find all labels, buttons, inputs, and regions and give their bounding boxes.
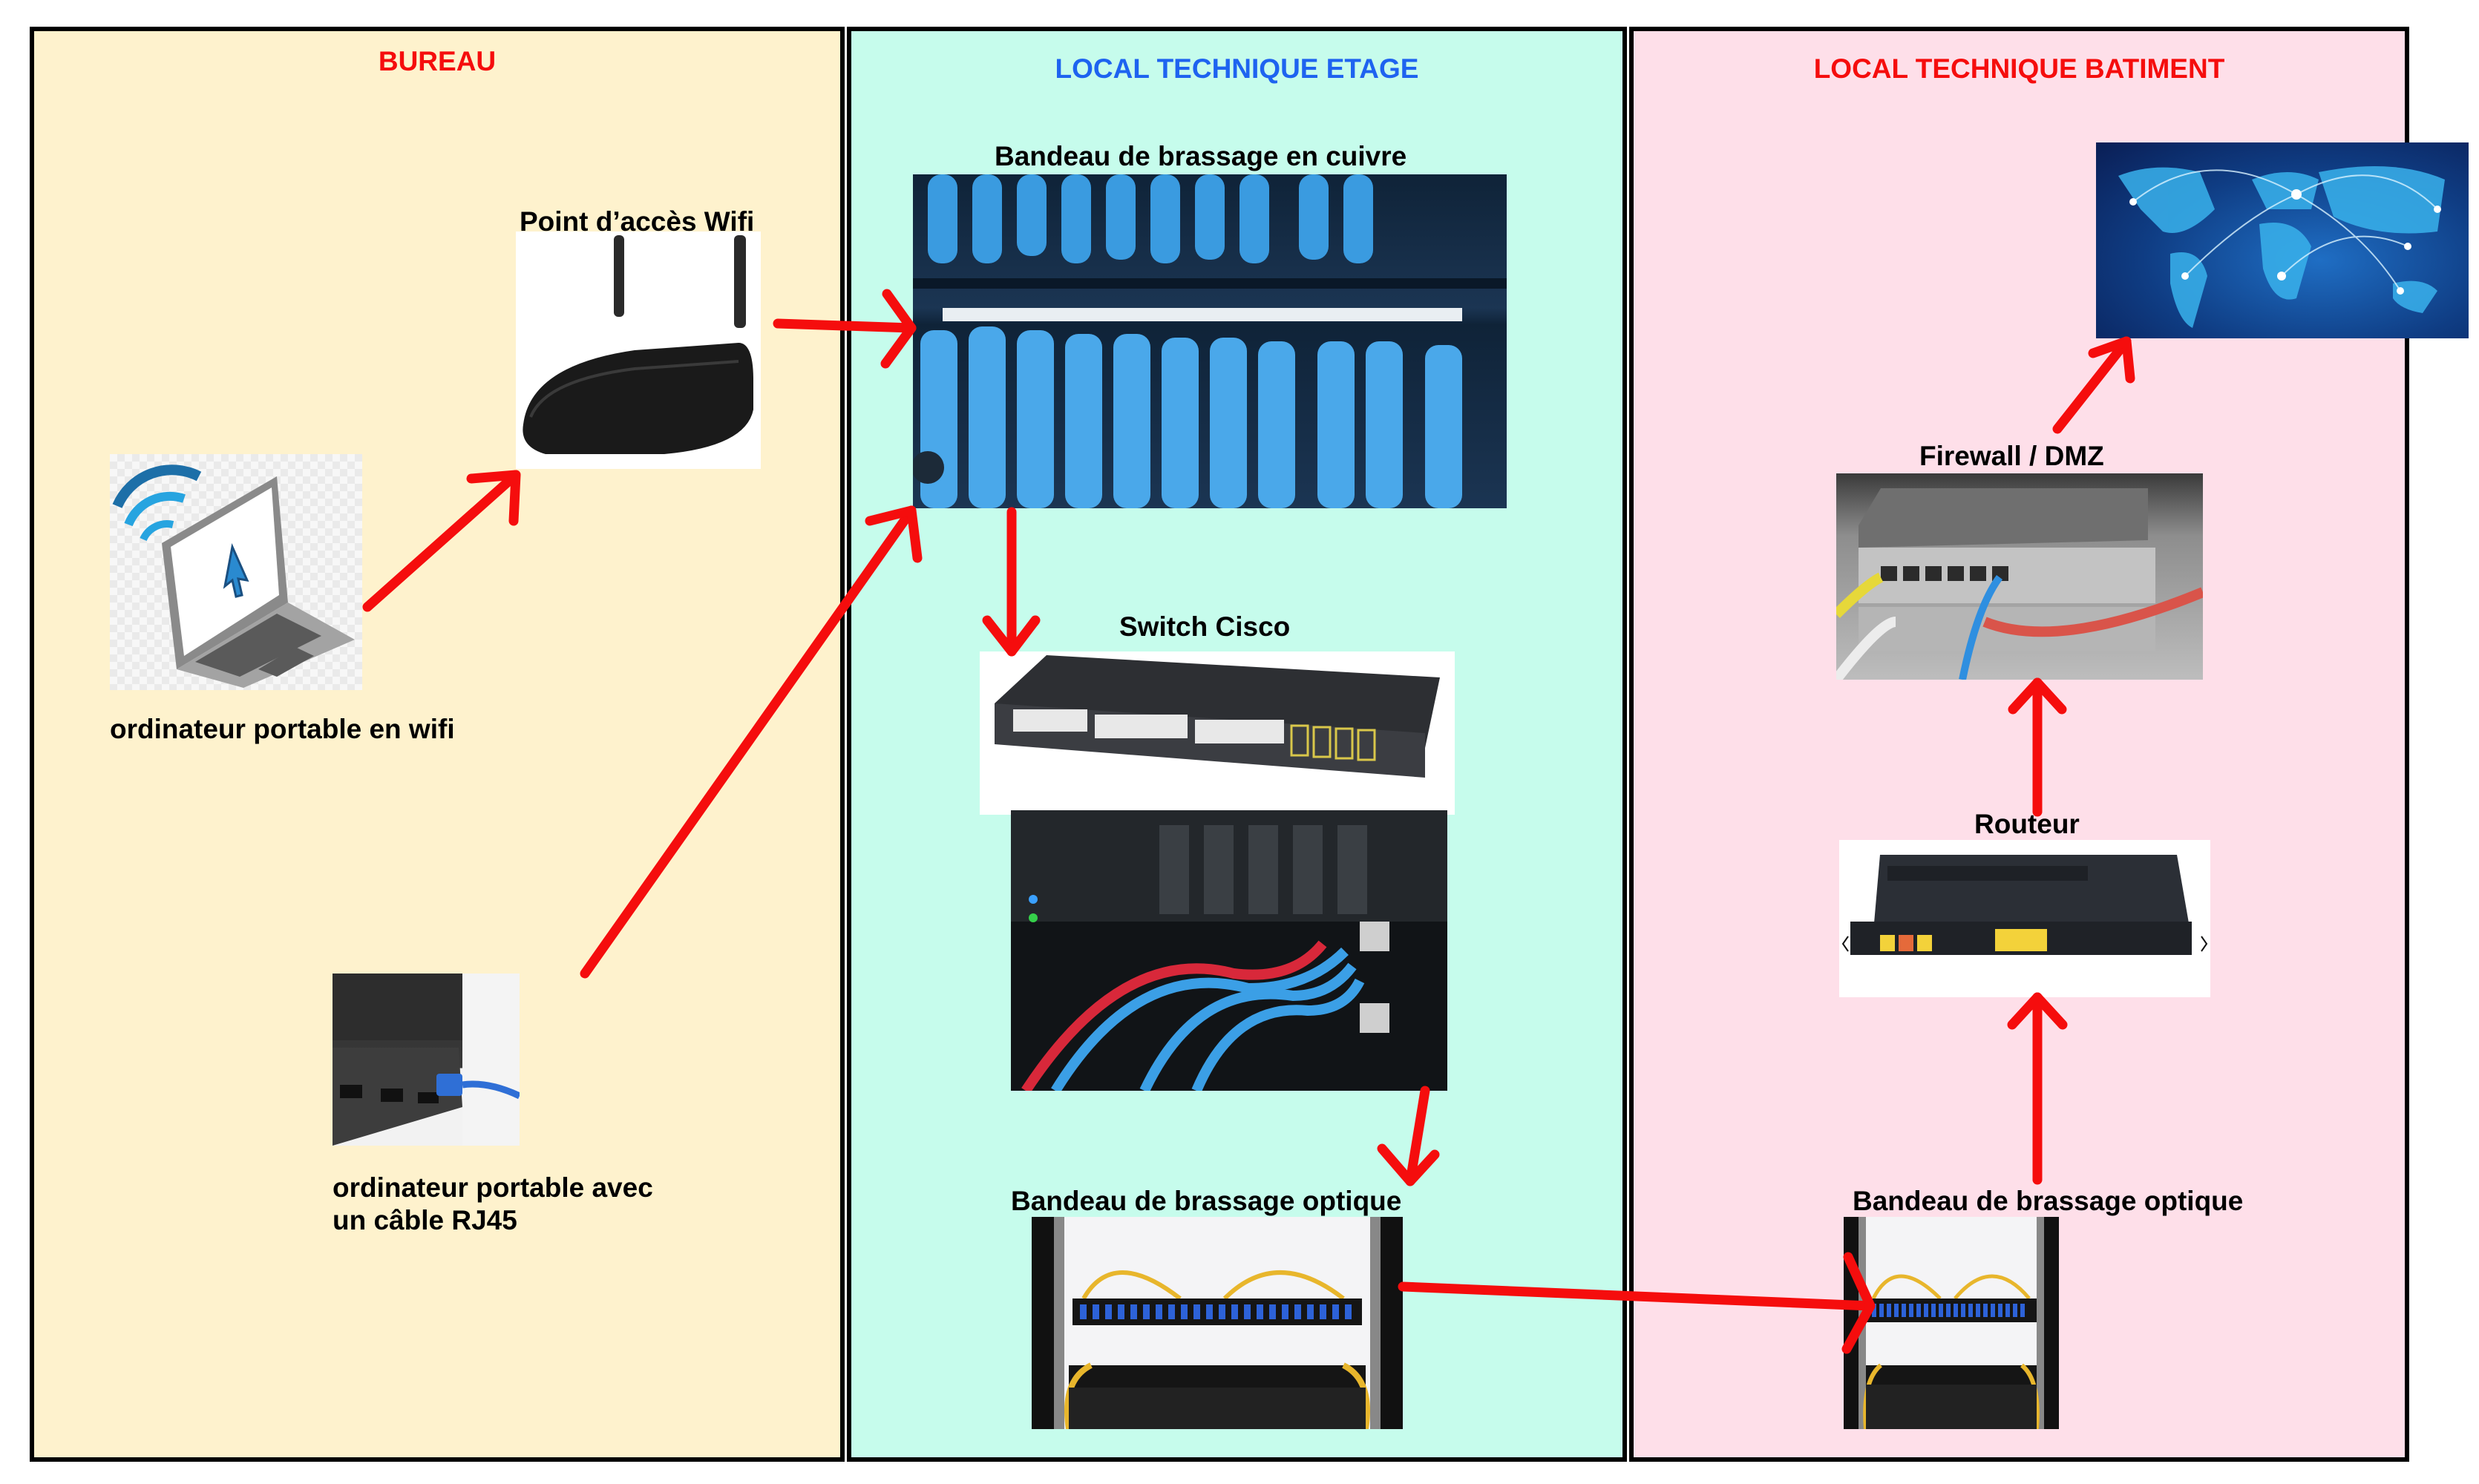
internet-map-image [2096,142,2469,338]
optical-patch-batiment-image [1844,1217,2059,1429]
firewall-image [1836,473,2203,680]
optical-patch-etage-label: Bandeau de brassage optique [1011,1186,1402,1216]
wifi-ap-image [516,232,761,469]
copper-patch-label: Bandeau de brassage en cuivre [995,141,1407,171]
laptop-rj45-image [333,974,520,1146]
network-switch-icon [995,655,1440,778]
laptop-rj45-label-line1: ordinateur portable avec [333,1172,653,1203]
laptop-rj45-label-line2: un câble RJ45 [333,1205,517,1235]
fiber-patch-icon [1032,1217,1403,1429]
cisco-router-icon [1841,855,2208,955]
laptop-wifi-label: ordinateur portable en wifi [110,714,455,744]
switch-rack-image [1011,810,1447,1091]
router-label: Routeur [1974,809,2080,839]
zone-title-etage: LOCAL TECHNIQUE ETAGE [1055,53,1419,84]
fiber-patch-icon [1844,1217,2059,1429]
globe-network-icon [2118,166,2445,328]
laptop-wifi-image [110,454,362,690]
copper-patch-image [913,174,1507,508]
firewall-device-icon [1836,488,2203,680]
optical-patch-etage-image [1032,1217,1403,1429]
firewall-label: Firewall / DMZ [1919,441,2104,471]
laptop-wifi-icon [112,464,355,688]
ethernet-cable-icon [333,974,520,1146]
zone-title-batiment: LOCAL TECHNIQUE BATIMENT [1813,53,2225,84]
patch-cables-icon [913,174,1507,508]
cisco-switch-label: Switch Cisco [1119,611,1291,642]
router-image [1839,840,2210,997]
cisco-switch-image [980,651,1455,815]
router-antenna-icon [523,235,753,454]
rack-cables-icon [1011,810,1447,1091]
optical-patch-batiment-label: Bandeau de brassage optique [1853,1186,2244,1216]
zone-title-bureau: BUREAU [378,46,497,76]
